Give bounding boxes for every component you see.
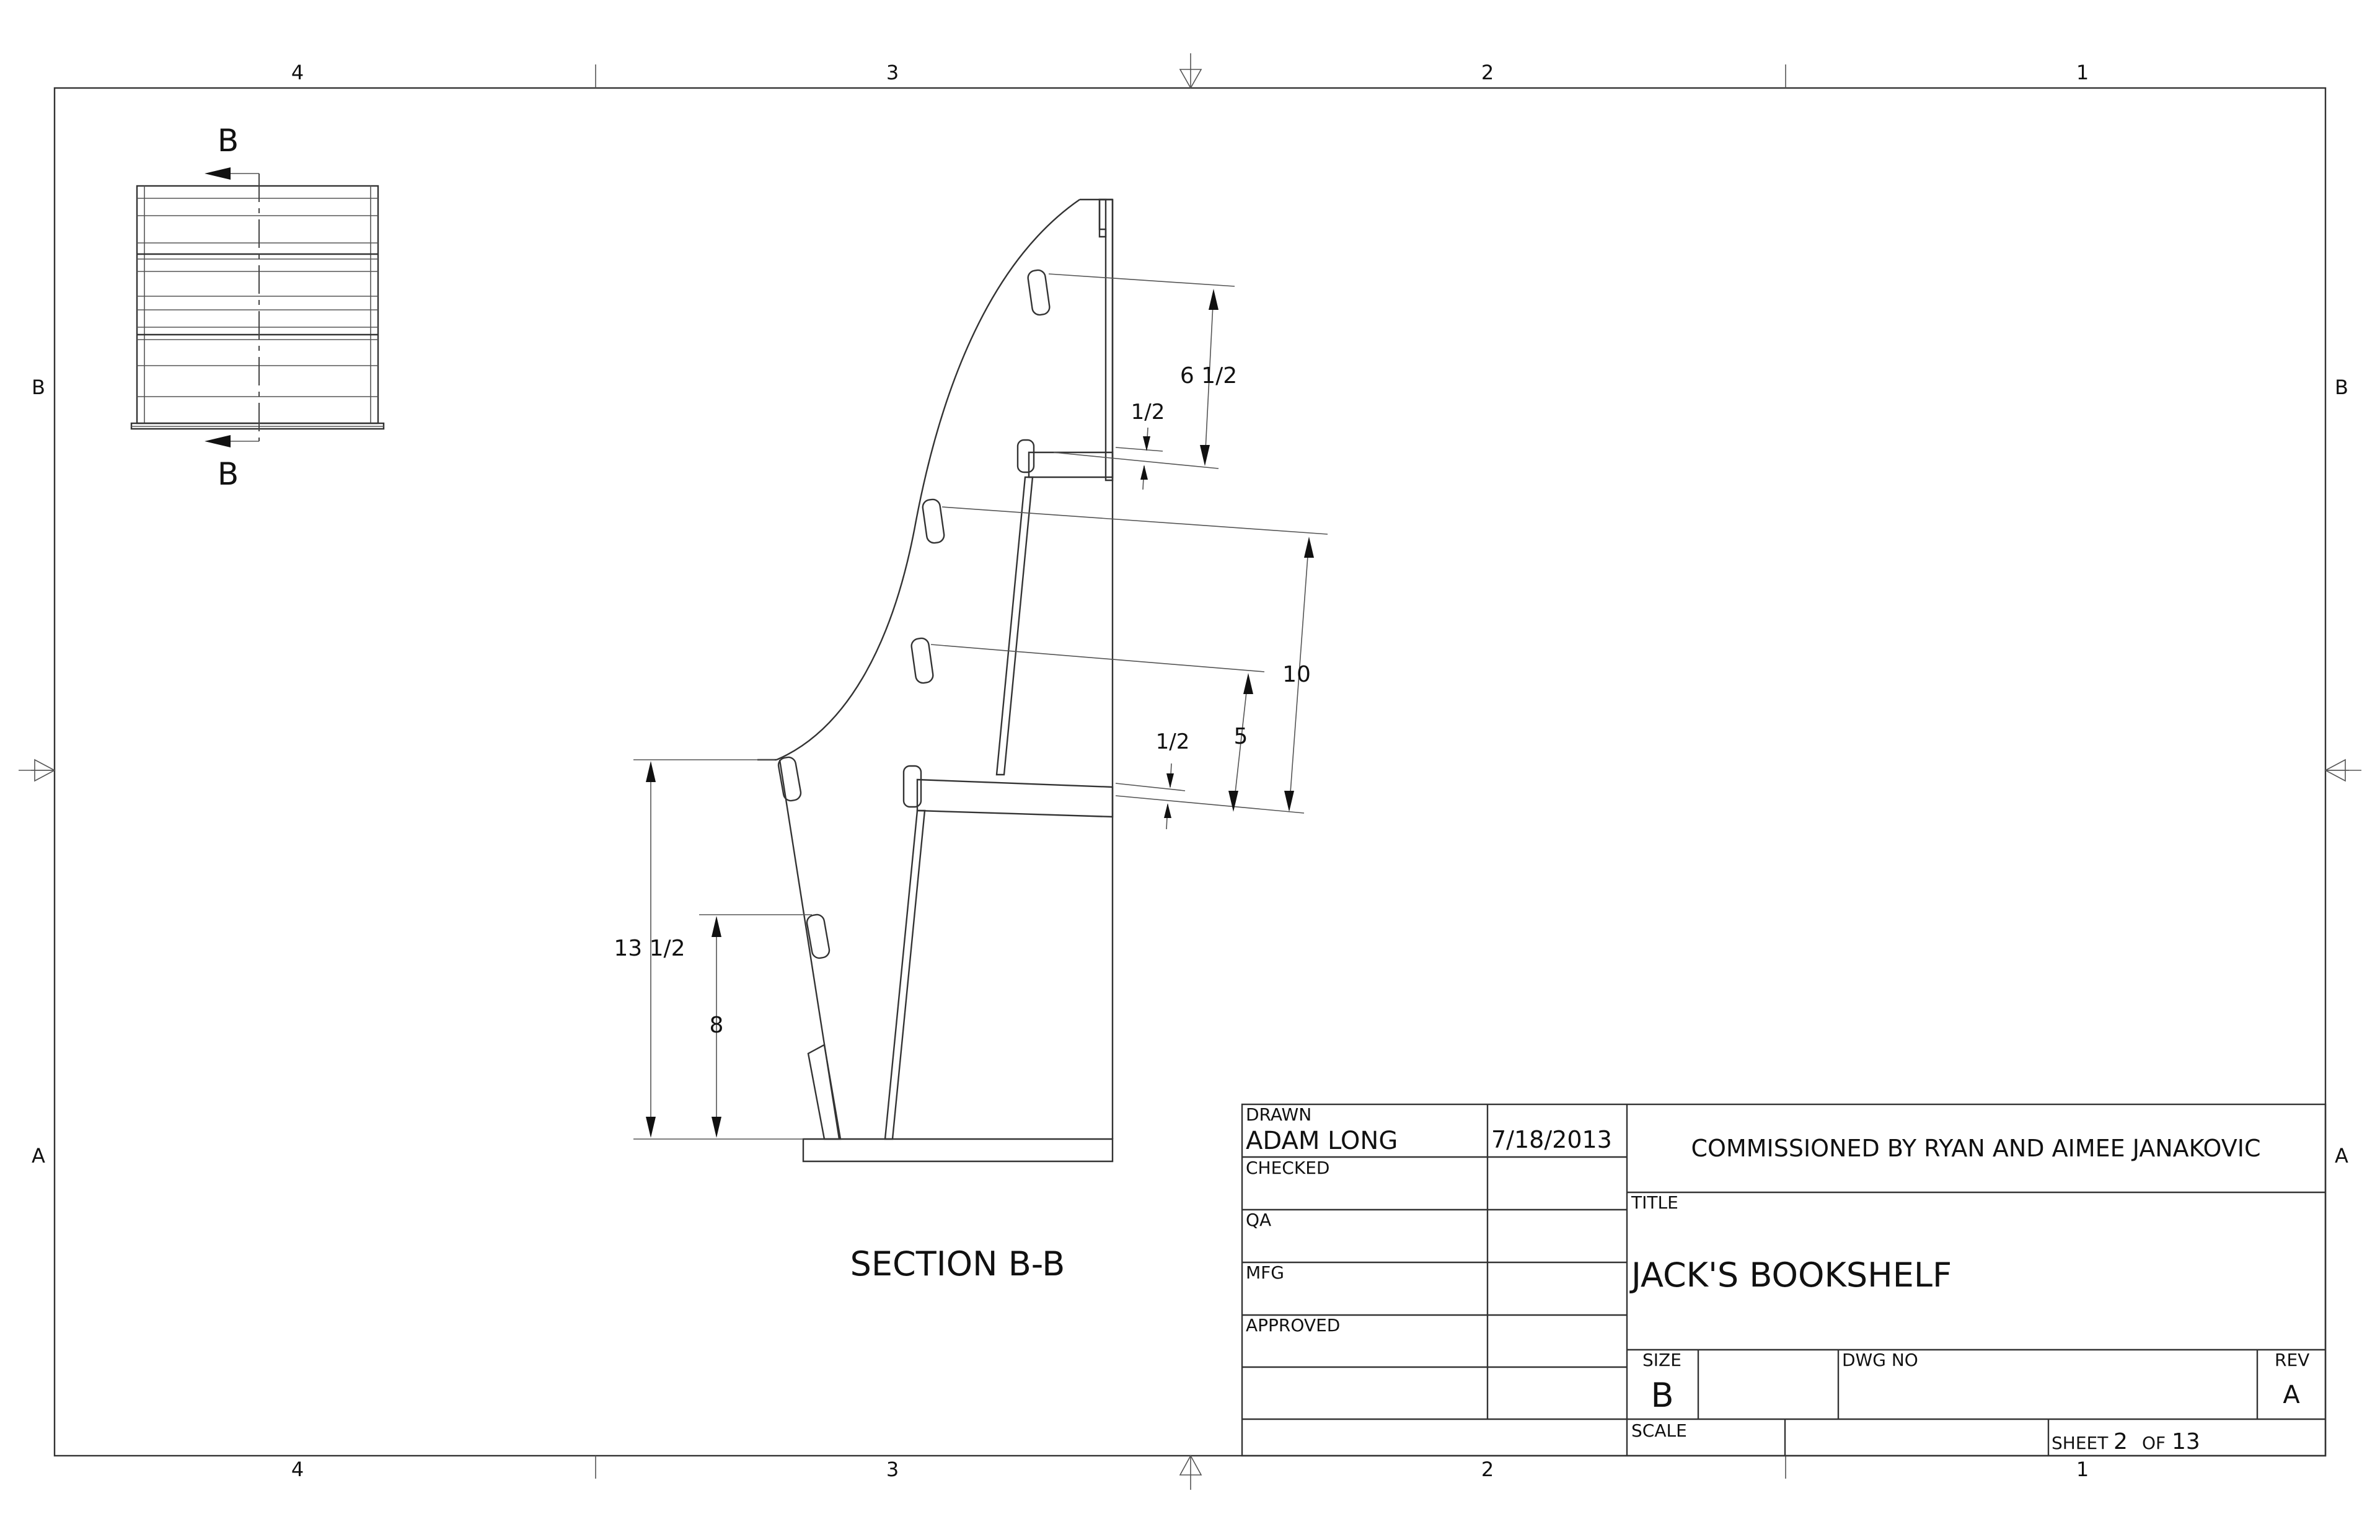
dado-slot-1 xyxy=(1027,269,1051,316)
rev-label: REV xyxy=(2275,1350,2309,1370)
zone-labels: 4 3 2 1 4 3 2 1 B B A A xyxy=(32,61,2348,1481)
sheet-label: SHEET xyxy=(2052,1433,2109,1453)
centering-arrow-right xyxy=(2324,759,2361,782)
zone-col-2-top: 2 xyxy=(1481,61,1494,84)
approved-label: APPROVED xyxy=(1246,1315,1340,1335)
dim-6-1-2-label: 6 1/2 xyxy=(1180,363,1237,389)
sheet-total: 13 xyxy=(2172,1429,2200,1454)
of-label: OF xyxy=(2142,1433,2166,1453)
sheet-number: 2 xyxy=(2113,1429,2128,1454)
qa-label: QA xyxy=(1246,1210,1271,1230)
size-value: B xyxy=(1651,1376,1673,1415)
front-view xyxy=(130,185,385,430)
zone-col-3-top: 3 xyxy=(886,61,899,84)
checked-label: CHECKED xyxy=(1246,1158,1329,1178)
centering-arrow-top xyxy=(1179,53,1202,89)
mfg-label: MFG xyxy=(1246,1262,1284,1283)
top-shelf xyxy=(1028,451,1114,478)
drawing-title: JACK'S BOOKSHELF xyxy=(1629,1256,1952,1295)
side-panel-curve xyxy=(776,199,1080,761)
section-cut-line: B B xyxy=(205,123,260,492)
zone-col-4-top: 4 xyxy=(291,61,304,84)
dado-slot-3 xyxy=(910,637,934,684)
zone-row-a-right: A xyxy=(2335,1144,2348,1168)
rev-value: A xyxy=(2283,1381,2300,1409)
title-block-text: DRAWN ADAM LONG 7/18/2013 CHECKED QA MFG… xyxy=(1246,1104,2309,1454)
centering-arrow-left xyxy=(19,759,56,782)
zone-col-3-bottom: 3 xyxy=(886,1458,899,1481)
top-shelf-cleat xyxy=(1016,439,1035,473)
size-label: SIZE xyxy=(1642,1350,1681,1370)
dim-top-half-label: 1/2 xyxy=(1131,400,1165,425)
dado-slot-2 xyxy=(922,498,945,544)
drawn-label: DRAWN xyxy=(1246,1104,1311,1125)
zone-row-a-left: A xyxy=(32,1144,45,1168)
dado-slot-4 xyxy=(777,756,802,802)
dim-10-label: 10 xyxy=(1282,662,1311,687)
zone-col-4-bottom: 4 xyxy=(291,1458,304,1481)
bottom-shelf xyxy=(802,1138,1114,1163)
dim-13-1-2-label: 13 1/2 xyxy=(614,936,685,961)
centering-arrow-bottom xyxy=(1179,1454,1202,1490)
top-back-panel xyxy=(1098,198,1114,482)
front-foot xyxy=(807,1044,842,1140)
zone-col-1-bottom: 1 xyxy=(2076,1458,2089,1481)
section-view xyxy=(757,198,1114,1163)
section-marker-top: B xyxy=(218,123,239,159)
zone-col-2-bottom: 2 xyxy=(1481,1458,1494,1481)
dado-slot-5 xyxy=(806,913,831,959)
title-label: TITLE xyxy=(1631,1192,1678,1213)
title-block xyxy=(1241,1103,2327,1457)
drawn-by-value: ADAM LONG xyxy=(1246,1127,1398,1155)
zone-row-b-right: B xyxy=(2335,376,2348,399)
zone-col-1-top: 1 xyxy=(2076,61,2089,84)
dim-middle-half-label: 1/2 xyxy=(1156,729,1190,754)
middle-shelf-cleat xyxy=(902,765,922,808)
drawn-date-value: 7/18/2013 xyxy=(1491,1126,1612,1153)
dim-8-label: 8 xyxy=(710,1013,724,1038)
sheet-border xyxy=(19,53,2361,1490)
company-name: COMMISSIONED BY RYAN AND AIMEE JANAKOVIC xyxy=(1691,1135,2261,1162)
section-marker-bottom: B xyxy=(218,456,239,492)
section-title: SECTION B-B xyxy=(850,1244,1065,1283)
dwg-no-label: DWG NO xyxy=(1842,1350,1918,1370)
zone-row-b-left: B xyxy=(32,376,45,399)
middle-shelf xyxy=(916,778,1114,818)
middle-back-panel xyxy=(995,476,1034,776)
lower-back-panel xyxy=(884,809,926,1140)
scale-label: SCALE xyxy=(1631,1420,1687,1441)
dimension-lines: 6 1/2 1/2 10 5 1/2 13 1/2 xyxy=(614,273,1328,1140)
dim-5-label: 5 xyxy=(1234,724,1248,749)
